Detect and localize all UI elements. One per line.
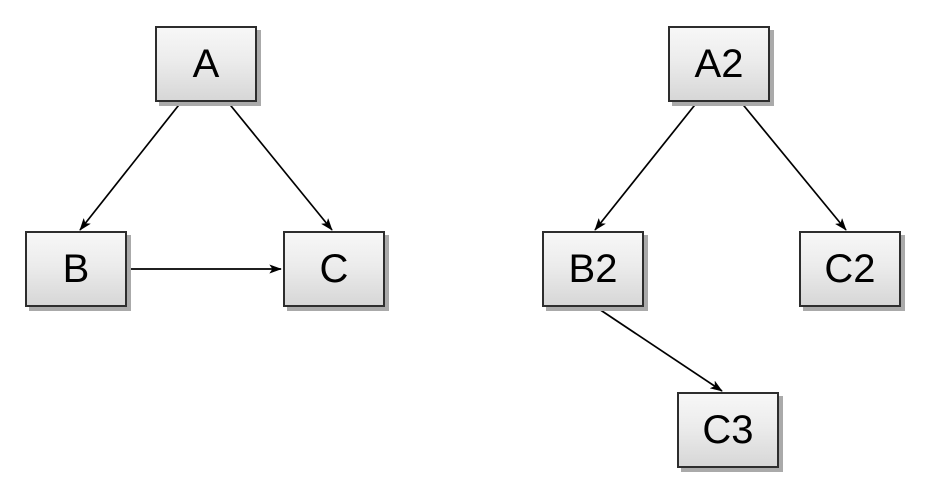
node-A2-label: A2 — [694, 42, 744, 86]
node-A-label: A — [192, 42, 220, 86]
node-B2: B2 — [542, 231, 644, 307]
node-B: B — [25, 231, 127, 307]
node-C2-label: C2 — [824, 247, 876, 291]
edge-A2-B2 — [594, 100, 699, 230]
node-B2-label: B2 — [568, 247, 618, 291]
edge-A2-C2 — [739, 100, 847, 230]
node-C2: C2 — [799, 231, 901, 307]
edge-A-B — [79, 100, 183, 230]
node-A2: A2 — [668, 26, 770, 102]
node-C3-label: C3 — [702, 408, 754, 452]
node-B-label: B — [62, 247, 90, 291]
edge-A-C — [226, 100, 333, 230]
node-C: C — [283, 231, 385, 307]
node-C-label: C — [319, 247, 349, 291]
node-A: A — [155, 26, 257, 102]
node-C3: C3 — [677, 392, 779, 468]
edge-B2-C3 — [595, 306, 722, 392]
